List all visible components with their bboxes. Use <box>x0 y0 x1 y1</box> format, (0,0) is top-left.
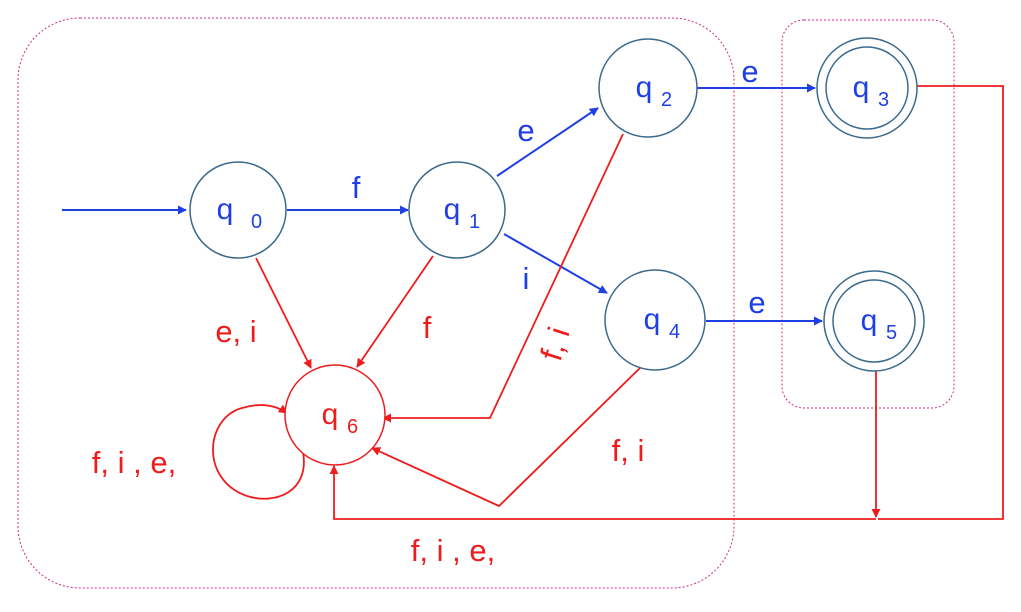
svg-text:4: 4 <box>669 321 680 343</box>
accepting-region <box>781 19 955 409</box>
label-q2-q3: e <box>741 54 758 89</box>
edge-q4-q6 <box>371 367 641 508</box>
svg-text:q: q <box>853 71 870 104</box>
label-q4-q6: f, i <box>612 433 645 468</box>
state-q1: q 1 <box>408 161 506 259</box>
svg-text:0: 0 <box>251 211 262 233</box>
svg-text:1: 1 <box>469 211 480 233</box>
label-q1-q6: f <box>423 310 432 345</box>
state-q0: q 0 <box>189 161 287 259</box>
label-q0-q6: e, i <box>215 314 256 349</box>
label-q0-q1: f <box>352 170 361 205</box>
edge-bottom-return-q6 <box>329 465 876 520</box>
edge-q1-q4 <box>503 233 608 294</box>
label-q4-q5: e <box>748 285 765 320</box>
state-q5: q 5 <box>823 270 925 372</box>
svg-text:q: q <box>861 304 878 337</box>
state-q6: q 6 <box>284 364 386 466</box>
state-q3: q 3 <box>816 37 918 139</box>
non-accepting-region <box>17 17 735 589</box>
svg-text:2: 2 <box>661 89 672 111</box>
edge-q1-q6 <box>356 255 434 368</box>
svg-text:3: 3 <box>878 89 889 111</box>
svg-text:q: q <box>636 71 653 104</box>
edge-q6-self-loop <box>212 404 305 500</box>
edge-q0-q6 <box>255 257 312 369</box>
svg-text:q: q <box>444 193 461 226</box>
label-q1-q2: e <box>517 113 534 148</box>
label-q1-q4: i <box>523 261 530 296</box>
svg-text:5: 5 <box>886 322 897 344</box>
edge-q1-q2 <box>496 107 599 177</box>
edge-q2-q6 <box>382 133 624 423</box>
label-bottom-return: f, i , e, <box>411 533 495 568</box>
edge-q3-down <box>878 85 1004 520</box>
svg-text:6: 6 <box>347 416 358 438</box>
state-q2: q 2 <box>598 38 698 138</box>
state-q4: q 4 <box>604 269 706 371</box>
svg-text:q: q <box>644 303 661 336</box>
svg-text:q: q <box>322 398 339 431</box>
svg-text:q: q <box>217 193 234 226</box>
label-q6-self-loop: f, i , e, <box>92 445 176 480</box>
label-q2-q6: f, i <box>533 323 576 365</box>
